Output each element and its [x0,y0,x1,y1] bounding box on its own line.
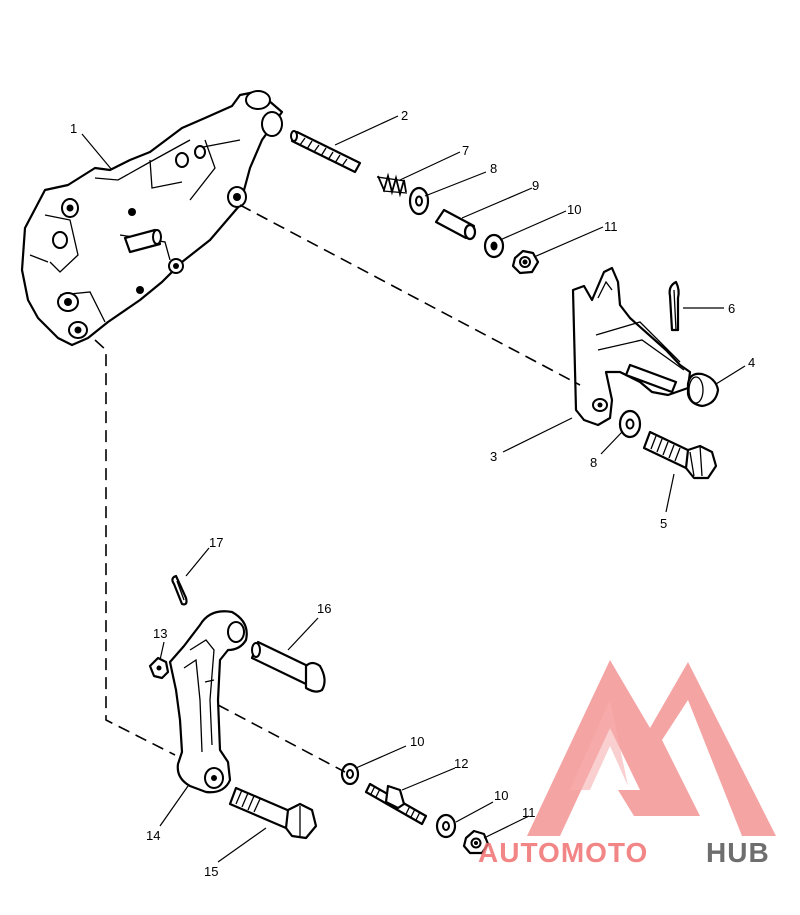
callout-3: 3 [490,449,497,464]
part-17-cotter-pin-small [171,574,188,606]
part-6-cotter-pin [668,280,680,332]
callout-6: 6 [728,301,735,316]
callout-9: 9 [532,178,539,193]
part-8-washer-lower [618,409,642,439]
part-12-threaded-stud [364,782,428,826]
leader-lines [81,115,746,863]
callout-8-lower: 8 [590,455,597,470]
part-8-washer-upper [408,186,430,216]
callout-16: 16 [317,601,331,616]
part-2-stud [290,130,362,174]
part-10-washer-lower [435,813,457,839]
callout-11-upper: 11 [604,219,618,234]
callout-1: 1 [70,121,77,136]
callout-14: 14 [146,828,160,843]
part-11-nut-lower [462,829,490,855]
callout-10-upper: 10 [567,202,581,217]
watermark-text-secondary: HUB [706,837,770,868]
watermark-text-primary: AUTOMOTO [478,837,648,868]
automotohub-watermark: AUTOMOTO HUB [478,660,776,868]
part-5-bolt [642,430,718,480]
part-11-nut-upper [511,249,540,275]
part-9-pin [434,208,477,241]
callout-8-upper: 8 [490,161,497,176]
part-14-lever [168,610,248,794]
callout-11-lower: 11 [522,805,536,820]
callout-5: 5 [660,516,667,531]
callout-17: 17 [209,535,223,550]
callout-15: 15 [204,864,218,879]
callout-10-lower: 10 [494,788,508,803]
part-1-mounting-bracket [20,90,284,347]
callout-10-middle: 10 [410,734,424,749]
part-15-shoulder-bolt [228,786,318,840]
alignment-lines [94,204,581,773]
part-4-cap [686,372,720,408]
callout-labels: 1 2 7 8 9 10 11 6 4 3 8 5 17 16 13 10 12… [70,108,755,879]
part-16-clevis-pin [250,640,326,693]
callout-13: 13 [153,626,167,641]
callout-2: 2 [401,108,408,123]
part-3-lever-bracket [571,266,692,427]
callout-4: 4 [748,355,755,370]
watermark-logo-icon [527,660,776,836]
part-13-pin [148,656,170,680]
part-10-washer-middle [340,762,360,786]
callout-12: 12 [454,756,468,771]
part-10-washer-upper [483,233,505,259]
callout-7: 7 [462,143,469,158]
